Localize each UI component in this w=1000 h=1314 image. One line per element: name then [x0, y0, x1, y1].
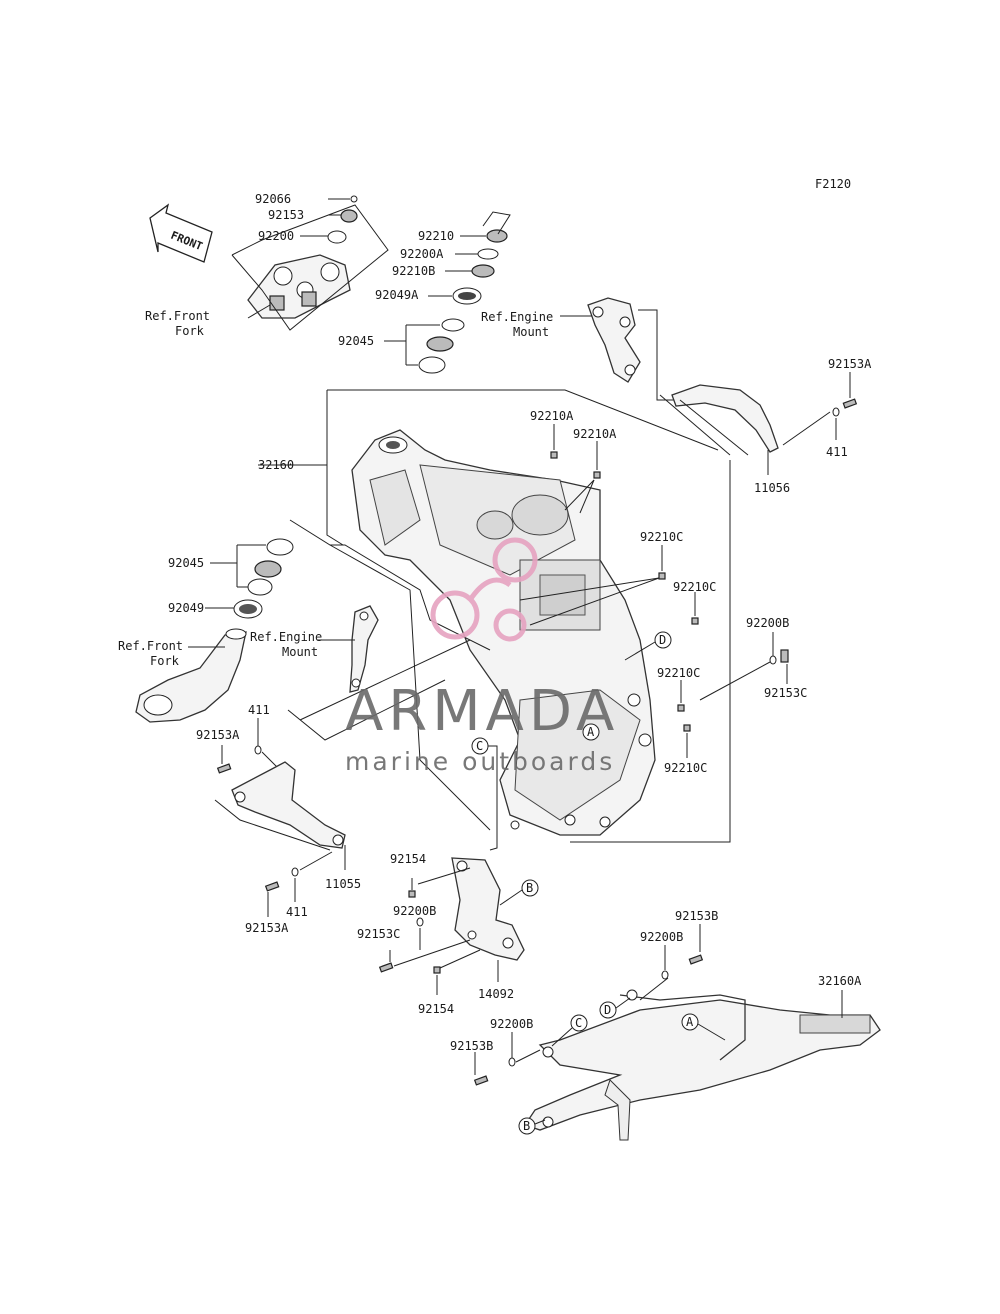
- label-92200B-right: 92200B: [746, 616, 789, 630]
- callout-c-top-label: C: [476, 739, 483, 753]
- label-92210C-4: 92210C: [664, 761, 707, 775]
- label-411-bottom: 411: [286, 905, 308, 919]
- diagram-code: F2120: [815, 177, 851, 191]
- label-92066: 92066: [255, 192, 291, 206]
- callout-a-rear: [681, 1013, 699, 1031]
- ref-engine-mount-mid-2: Mount: [282, 645, 318, 659]
- callout-c-rear: [570, 1014, 588, 1032]
- label-11055: 11055: [325, 877, 361, 891]
- steering-nut-stack: [452, 229, 508, 305]
- label-92210: 92210: [418, 229, 454, 243]
- callout-a-top-label: A: [587, 725, 595, 739]
- ref-engine-mount-top-2: Mount: [513, 325, 549, 339]
- ref-engine-mount-mid-1: Ref.Engine: [250, 630, 322, 644]
- watermark-brand: ARMADA: [345, 679, 619, 744]
- lower-triple-clamp: [135, 628, 247, 723]
- label-92045-left: 92045: [168, 556, 204, 570]
- label-14092: 14092: [478, 987, 514, 1001]
- engine-mount-bracket-mid: [349, 605, 379, 693]
- watermark: ARMADA marine outboards: [345, 537, 619, 776]
- callout-a-rear-label: A: [686, 1015, 694, 1029]
- label-92200A: 92200A: [400, 247, 444, 261]
- bracket-14092: [451, 857, 525, 961]
- label-92045-top: 92045: [338, 334, 374, 348]
- label-92210C-3: 92210C: [657, 666, 700, 680]
- label-92210C-2: 92210C: [673, 580, 716, 594]
- label-92153B-right: 92153B: [675, 909, 718, 923]
- ref-front-fork-top-2: Fork: [175, 324, 205, 338]
- callout-b-mid-label: B: [526, 881, 533, 895]
- label-32160A: 32160A: [818, 974, 862, 988]
- callout-d-rear: [599, 1001, 617, 1019]
- label-92154-bottom: 92154: [418, 1002, 454, 1016]
- callout-c-rear-label: C: [575, 1016, 582, 1030]
- frame-mount-11055: [231, 761, 346, 849]
- callout-b-rear: [518, 1117, 536, 1135]
- part-92153-nut: [340, 209, 358, 223]
- ref-front-fork-top-1: Ref.Front: [145, 309, 210, 323]
- label-92049: 92049: [168, 601, 204, 615]
- label-92210C-1: 92210C: [640, 530, 683, 544]
- label-32160: 32160: [258, 458, 294, 472]
- part-92200-washer: [327, 230, 347, 244]
- callout-b-rear-label: B: [523, 1119, 530, 1133]
- label-92153A-left: 92153A: [196, 728, 240, 742]
- part-92066-cap: [350, 195, 358, 203]
- label-11056: 11056: [754, 481, 790, 495]
- label-92200: 92200: [258, 229, 294, 243]
- label-92153A-bottom: 92153A: [245, 921, 289, 935]
- engine-mount-bracket-top: [587, 297, 641, 383]
- main-frame-32160: [351, 429, 656, 836]
- label-92200B-right2: 92200B: [640, 930, 683, 944]
- label-92200B-mid: 92200B: [393, 904, 436, 918]
- ref-front-fork-bottom-1: Ref.Front: [118, 639, 183, 653]
- label-92153B-left: 92153B: [450, 1039, 493, 1053]
- label-92153C-mid: 92153C: [357, 927, 400, 941]
- label-92210A-1: 92210A: [530, 409, 574, 423]
- watermark-logo-icon: [430, 537, 538, 642]
- callout-b-mid: [521, 879, 539, 897]
- callout-d-top: [654, 631, 672, 649]
- label-411-left: 411: [248, 703, 270, 717]
- label-92154-top: 92154: [390, 852, 426, 866]
- callout-a-top: [582, 723, 600, 741]
- label-411-right: 411: [826, 445, 848, 459]
- label-92049A: 92049A: [375, 288, 419, 302]
- ref-engine-mount-top-1: Ref.Engine: [481, 310, 553, 324]
- callout-d-rear-label: D: [604, 1003, 611, 1017]
- watermark-tagline: marine outboards: [345, 747, 615, 776]
- label-92153C-right: 92153C: [764, 686, 807, 700]
- label-92200B-left: 92200B: [490, 1017, 533, 1031]
- label-92153A-right: 92153A: [828, 357, 872, 371]
- label-92153: 92153: [268, 208, 304, 222]
- frame-mount-11056: [671, 384, 779, 453]
- label-92210B: 92210B: [392, 264, 435, 278]
- label-92210A-2: 92210A: [573, 427, 617, 441]
- ref-front-fork-bottom-2: Fork: [150, 654, 180, 668]
- callout-d-top-label: D: [659, 633, 666, 647]
- front-arrow-icon: FRONT: [149, 203, 213, 263]
- rear-subframe-32160A: [523, 989, 881, 1141]
